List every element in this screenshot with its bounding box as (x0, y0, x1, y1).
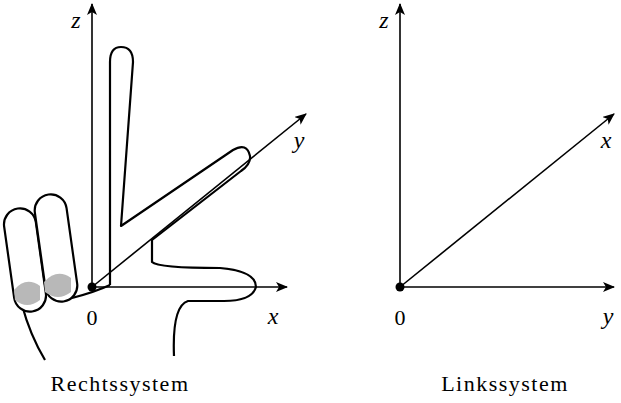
axis-name: x (601, 128, 612, 152)
x-axis (92, 286, 287, 288)
z-axis (91, 4, 93, 287)
fingernail (14, 282, 40, 305)
axes-left-handed (396, 4, 615, 292)
origin-label: 0 (395, 307, 406, 329)
origin-label: 0 (87, 307, 98, 329)
wrist-line (22, 305, 45, 360)
y-axis (92, 114, 306, 287)
fingernail (44, 274, 71, 297)
axis-name: y (603, 304, 614, 328)
z-axis (399, 4, 401, 287)
axes-right-handed (88, 4, 307, 292)
origin-dot (396, 283, 405, 292)
axis-name: z (71, 8, 80, 32)
system-caption: Linkssystem (441, 373, 569, 395)
origin-dot (88, 283, 97, 292)
y-axis (400, 286, 614, 288)
system-caption: Rechtssystem (51, 373, 190, 395)
axis-name: z (379, 8, 388, 32)
hand-outline (110, 47, 256, 356)
x-axis (400, 114, 614, 287)
axis-name: y (294, 128, 305, 152)
axis-name: x (268, 304, 279, 328)
right-hand (2, 47, 256, 360)
